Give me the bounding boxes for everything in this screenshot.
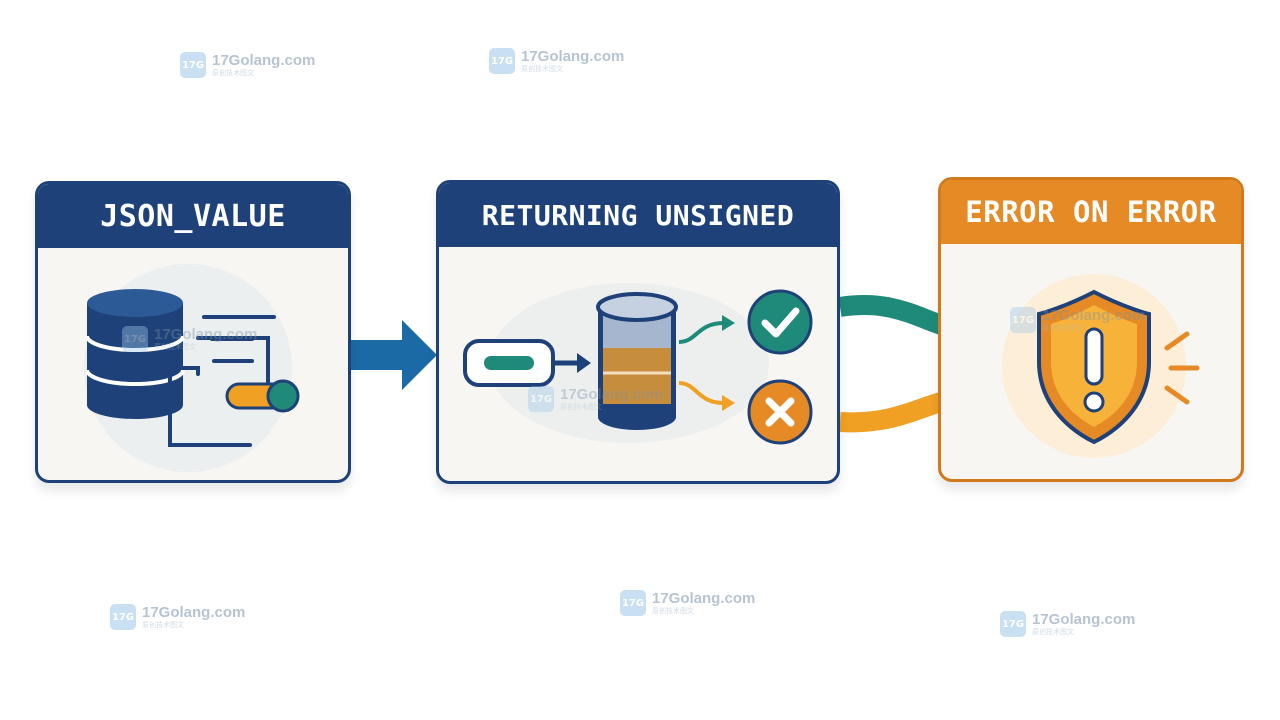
- error-shield-illustration: [1002, 274, 1200, 458]
- watermark-logo-icon: 17G: [620, 590, 646, 616]
- error-on-error-card: ERROR ON ERROR: [938, 177, 1244, 482]
- returning-unsigned-card: RETURNING UNSIGNED: [436, 180, 840, 484]
- watermark-logo-icon: 17G: [1000, 611, 1026, 637]
- input-value-icon: [463, 339, 555, 387]
- error-on-error-card-title: ERROR ON ERROR: [941, 180, 1241, 244]
- type-conversion-illustration: [463, 283, 813, 445]
- unsigned-cast-database-icon: [596, 292, 678, 430]
- json-document-icon: [168, 315, 276, 447]
- connector-node: [163, 358, 177, 372]
- watermark-logo-icon: 17G: [110, 604, 136, 630]
- blue-arrow: [351, 320, 437, 390]
- check-icon: [747, 289, 813, 355]
- success-branch-arrow: [678, 315, 735, 344]
- watermark-logo-icon: 17G: [180, 52, 206, 78]
- watermark-logo-icon: 17G: [489, 48, 515, 74]
- error-branch-arrow: [678, 381, 735, 411]
- alert-rays-icon: [1164, 331, 1200, 405]
- warning-shield-icon: [1037, 289, 1151, 445]
- json-extraction-illustration: [84, 264, 300, 472]
- extracted-value-icon: [225, 379, 300, 413]
- json-value-card-title: JSON_VALUE: [38, 184, 348, 248]
- cross-icon: [747, 379, 813, 445]
- arrow-to-converter-icon: [553, 353, 591, 373]
- json-value-card: JSON_VALUE: [35, 181, 351, 483]
- returning-unsigned-card-title: RETURNING UNSIGNED: [439, 183, 837, 247]
- database-icon: [85, 289, 185, 419]
